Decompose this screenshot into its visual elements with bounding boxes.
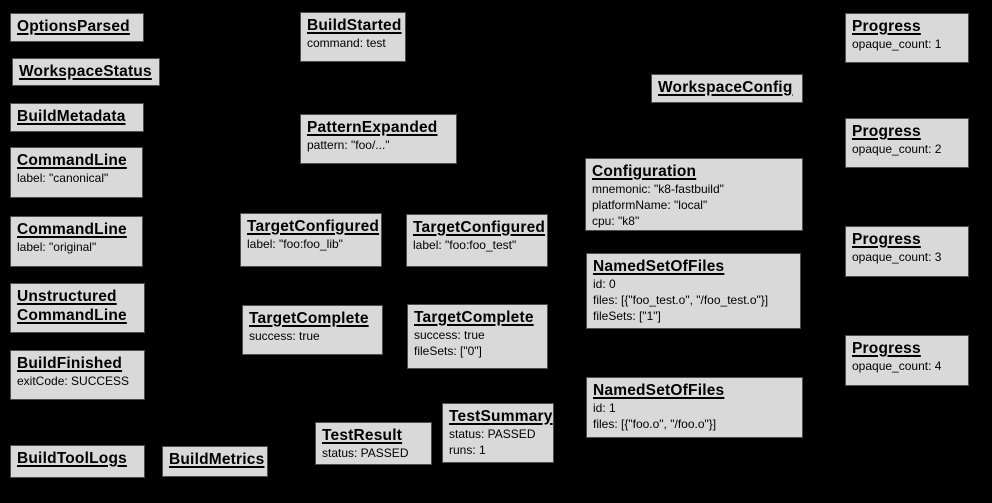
node-field: success: true bbox=[414, 328, 485, 342]
node-field: opaque_count: 4 bbox=[852, 359, 942, 373]
node-test-summary: TestSummary status: PASSED runs: 1 bbox=[442, 403, 554, 463]
node-field: command: test bbox=[307, 36, 386, 50]
node-title: Progress bbox=[852, 340, 921, 357]
node-field: label: "foo:foo_test" bbox=[413, 238, 517, 252]
node-build-started: BuildStarted command: test bbox=[300, 12, 406, 62]
node-field: opaque_count: 1 bbox=[852, 37, 942, 51]
node-workspace-status: WorkspaceStatus bbox=[12, 58, 160, 86]
node-field: platformName: "local" bbox=[592, 198, 708, 212]
node-title: BuildMetrics bbox=[169, 451, 265, 468]
node-title: BuildStarted bbox=[307, 17, 402, 34]
node-title: NamedSetOfFiles bbox=[593, 382, 725, 399]
node-field: cpu: "k8" bbox=[592, 214, 640, 228]
node-progress-2: Progress opaque_count: 2 bbox=[845, 118, 969, 168]
node-progress-4: Progress opaque_count: 4 bbox=[845, 335, 969, 386]
node-field: label: "original" bbox=[17, 240, 97, 254]
node-build-metadata: BuildMetadata bbox=[10, 103, 144, 132]
node-title: TargetComplete bbox=[414, 309, 534, 326]
node-field: files: [{"foo.o", "/foo.o"}] bbox=[593, 417, 717, 431]
node-field: id: 0 bbox=[593, 277, 616, 291]
node-unstructured-command-line: Unstructured CommandLine bbox=[10, 283, 145, 333]
node-build-tool-logs: BuildToolLogs bbox=[10, 445, 145, 478]
node-command-line-original: CommandLine label: "original" bbox=[10, 216, 143, 267]
node-title: TargetConfigured bbox=[247, 218, 380, 235]
node-title: BuildToolLogs bbox=[17, 450, 127, 467]
node-title: OptionsParsed bbox=[17, 18, 130, 35]
node-field: exitCode: SUCCESS bbox=[17, 374, 130, 388]
node-field: runs: 1 bbox=[449, 443, 486, 457]
node-title: WorkspaceStatus bbox=[19, 63, 152, 80]
node-build-metrics: BuildMetrics bbox=[162, 446, 268, 477]
node-progress-3: Progress opaque_count: 3 bbox=[845, 226, 969, 277]
node-title: Progress bbox=[852, 18, 921, 35]
node-field: success: true bbox=[249, 329, 320, 343]
node-build-finished: BuildFinished exitCode: SUCCESS bbox=[10, 350, 145, 400]
node-title: BuildMetadata bbox=[17, 108, 126, 125]
node-pattern-expanded: PatternExpanded pattern: "foo/..." bbox=[300, 114, 457, 164]
node-field: status: PASSED bbox=[322, 446, 409, 460]
node-title: WorkspaceConfig bbox=[658, 79, 793, 96]
node-title: NamedSetOfFiles bbox=[593, 258, 725, 275]
node-field: opaque_count: 3 bbox=[852, 250, 942, 264]
node-field: opaque_count: 2 bbox=[852, 142, 942, 156]
node-configuration: Configuration mnemonic: "k8-fastbuild" p… bbox=[585, 158, 803, 231]
node-command-line-canonical: CommandLine label: "canonical" bbox=[10, 147, 143, 198]
node-title: TestResult bbox=[322, 427, 403, 444]
node-field: fileSets: ["1"] bbox=[593, 309, 661, 323]
node-title: Progress bbox=[852, 231, 921, 248]
node-title: TargetConfigured bbox=[413, 219, 546, 236]
node-target-complete-foo-lib: TargetComplete success: true bbox=[242, 305, 383, 355]
node-field: files: [{"foo_test.o", "/foo_test.o"}] bbox=[593, 293, 769, 307]
node-field: id: 1 bbox=[593, 401, 616, 415]
node-named-set-of-files-0: NamedSetOfFiles id: 0 files: [{"foo_test… bbox=[586, 253, 801, 329]
node-named-set-of-files-1: NamedSetOfFiles id: 1 files: [{"foo.o", … bbox=[586, 377, 803, 438]
node-title: Configuration bbox=[592, 163, 697, 180]
node-workspace-config: WorkspaceConfig bbox=[651, 74, 803, 103]
node-options-parsed: OptionsParsed bbox=[10, 13, 144, 42]
node-title: CommandLine bbox=[17, 152, 127, 169]
node-title: TestSummary bbox=[449, 408, 553, 425]
node-title: BuildFinished bbox=[17, 355, 123, 372]
node-test-result: TestResult status: PASSED bbox=[315, 422, 432, 465]
node-target-configured-foo-lib: TargetConfigured label: "foo:foo_lib" bbox=[240, 213, 382, 267]
node-target-configured-foo-test: TargetConfigured label: "foo:foo_test" bbox=[406, 214, 548, 267]
node-target-complete-foo-test: TargetComplete success: true fileSets: [… bbox=[407, 304, 548, 369]
node-field: fileSets: ["0"] bbox=[414, 344, 482, 358]
node-field: mnemonic: "k8-fastbuild" bbox=[592, 182, 724, 196]
node-progress-1: Progress opaque_count: 1 bbox=[845, 13, 969, 63]
node-title: PatternExpanded bbox=[307, 119, 438, 136]
node-field: label: "canonical" bbox=[17, 171, 109, 185]
node-title: CommandLine bbox=[17, 221, 127, 238]
node-field: status: PASSED bbox=[449, 427, 536, 441]
node-field: pattern: "foo/..." bbox=[307, 138, 390, 152]
node-title: Unstructured CommandLine bbox=[17, 288, 127, 324]
node-title: TargetComplete bbox=[249, 310, 369, 327]
node-field: label: "foo:foo_lib" bbox=[247, 237, 343, 251]
node-title: Progress bbox=[852, 123, 921, 140]
